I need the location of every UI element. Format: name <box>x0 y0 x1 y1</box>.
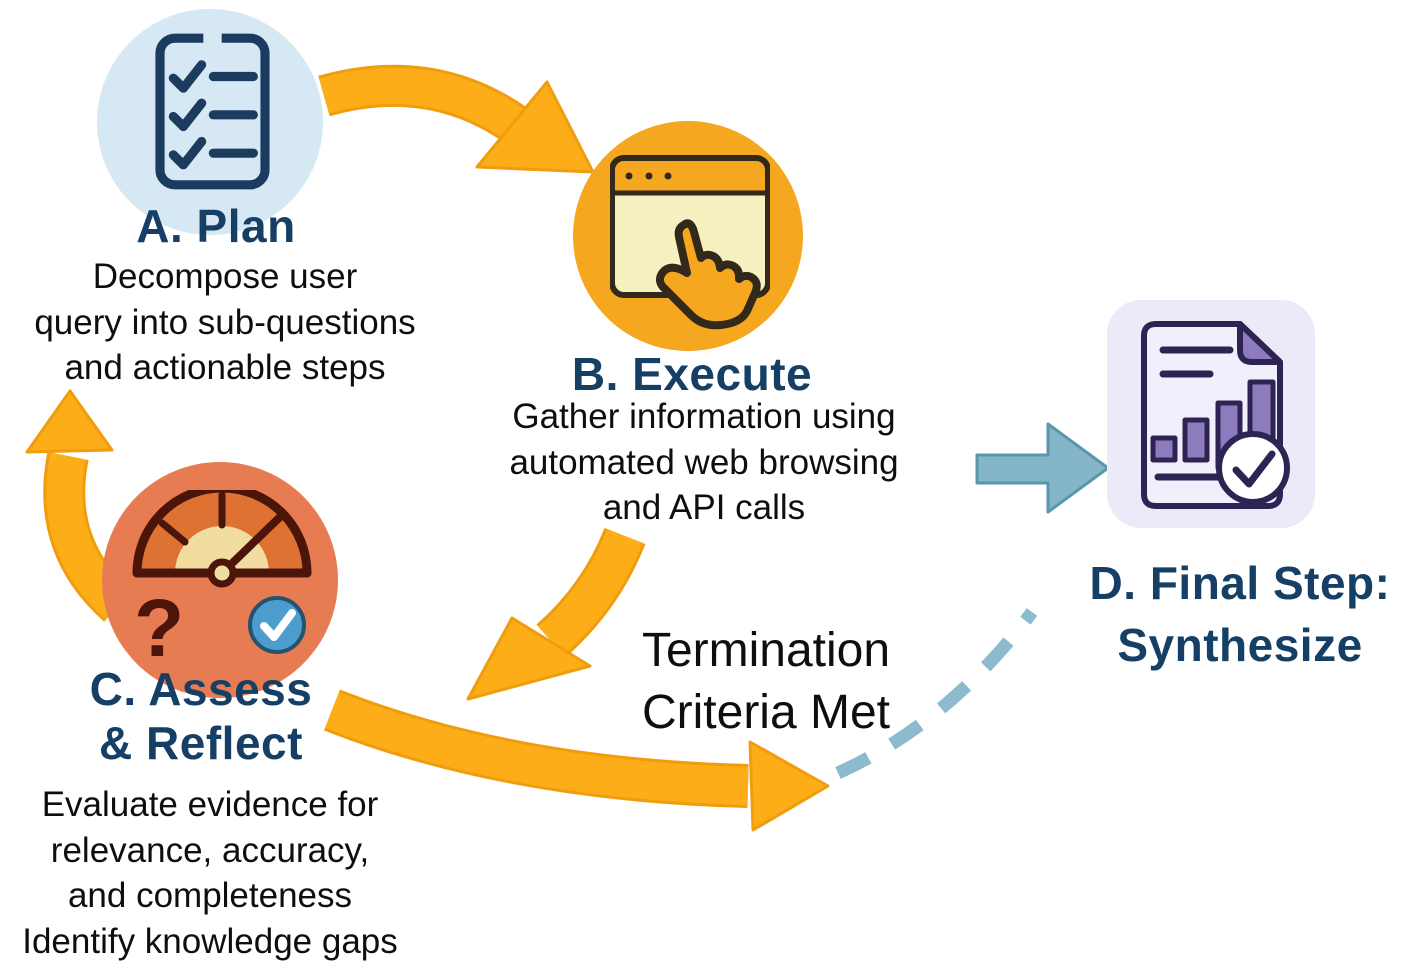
teal-arrow-into-synthesize <box>975 422 1110 514</box>
plan-title: A. Plan <box>136 200 296 252</box>
execute-title: B. Execute <box>571 348 813 400</box>
dashed-connector-to-synthesize <box>835 608 1038 779</box>
synthesize-title: D. Final Step: Synthesize <box>1089 557 1391 671</box>
arrow-assess-to-termination <box>323 689 830 832</box>
blue-check-badge <box>248 596 306 654</box>
checklist-icon <box>155 29 270 190</box>
browser-click-icon <box>610 155 770 330</box>
checklist-row <box>168 98 258 132</box>
checklist-row <box>168 60 258 93</box>
assess-node-circle: ? <box>102 462 338 698</box>
arrowhead <box>748 740 830 832</box>
window-dot <box>625 172 633 180</box>
checklist-row <box>168 136 258 170</box>
plan-description: Decompose user query into sub-questions … <box>34 257 416 387</box>
report-check-icon <box>1141 321 1290 509</box>
assess-title: C. Assess & Reflect <box>89 663 313 769</box>
assess-description: Evaluate evidence for relevance, accurac… <box>22 785 398 961</box>
termination-criteria-label: Termination Criteria Met <box>641 624 891 739</box>
gauge-icon <box>132 490 312 588</box>
arrow-plan-to-execute <box>318 64 595 174</box>
arrowhead <box>25 389 114 454</box>
execute-node-circle <box>573 121 803 351</box>
pointing-hand-cursor <box>656 219 761 330</box>
folded-corner <box>1237 321 1283 365</box>
bar-chart <box>1150 379 1276 471</box>
plan-node-circle <box>97 9 323 235</box>
window-dot <box>664 172 672 180</box>
execute-description: Gather information using automated web b… <box>509 397 899 527</box>
synthesize-node-card <box>1107 300 1315 528</box>
check-badge <box>1216 431 1290 505</box>
arrowhead <box>466 616 592 701</box>
question-mark-glyph: ? <box>134 583 184 674</box>
arrowhead <box>475 80 595 174</box>
gauge-question-check-icon: ? <box>132 490 312 674</box>
window-dot <box>645 172 653 180</box>
arrow-execute-to-assess <box>466 527 646 701</box>
